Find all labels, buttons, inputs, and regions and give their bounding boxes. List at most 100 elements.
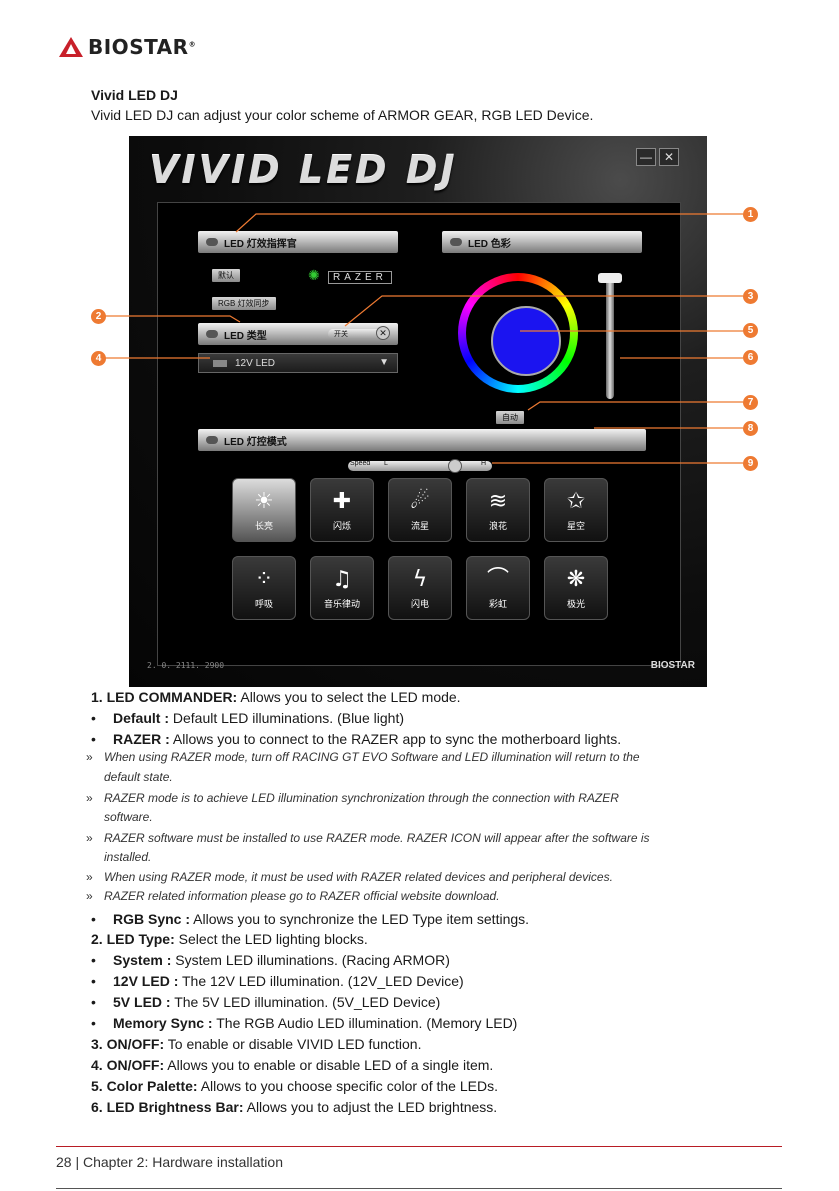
led-commander-bar: LED 灯效指挥官: [198, 231, 398, 253]
default-button[interactable]: 默认: [212, 269, 240, 282]
item-razer: •RAZER : Allows you to connect to the RA…: [91, 731, 622, 747]
callout-4: 4: [91, 351, 106, 366]
mode-meteor[interactable]: ☄ 流星: [388, 478, 452, 542]
minimize-button[interactable]: —: [636, 148, 656, 166]
app-version: 2. 0. 2111. 2900: [147, 661, 225, 670]
section-intro: Vivid LED DJ can adjust your color schem…: [91, 107, 594, 123]
sun-icon: ☀: [254, 488, 274, 514]
mode-label: 长亮: [254, 520, 273, 531]
section-heading: Vivid LED DJ: [91, 87, 178, 103]
bottom-rule: [56, 1188, 782, 1189]
mode-lightning[interactable]: ϟ 闪电: [388, 556, 452, 620]
razer-note-1-cont: default state.: [104, 770, 173, 784]
razer-note-3-cont: installed.: [104, 850, 152, 864]
item-12v: •12V LED : The 12V LED illumination. (12…: [91, 973, 464, 989]
mode-label: 流星: [410, 520, 429, 531]
logo-text: BIOSTAR®: [88, 35, 197, 59]
mode-grid: ☀ 长亮 ✚ 闪烁 ☄ 流星 ≋ 浪花 ✩ 星空 ⁘ 呼吸 ♫ 音乐律动 ϟ 闪电 ⌒ 彩虹 ❋ 极…: [232, 478, 608, 620]
item-brightness: 6. LED Brightness Bar: Allows you to adj…: [91, 1099, 498, 1115]
item-5v: •5V LED : The 5V LED illumination. (5V_L…: [91, 994, 441, 1010]
callout-1: 1: [743, 207, 758, 222]
item-rgb-sync: •RGB Sync : Allows you to synchronize th…: [91, 911, 530, 927]
razer-note-2: »RAZER mode is to achieve LED illuminati…: [86, 791, 619, 805]
wheel-inner: [466, 281, 570, 385]
speed-label: Speed: [350, 460, 371, 467]
item-system: •System : System LED illuminations. (Rac…: [91, 952, 450, 968]
razer-note-2-cont: software.: [104, 810, 153, 824]
meteor-icon: ☄: [410, 488, 430, 514]
biostar-logo: BIOSTAR®: [58, 32, 208, 62]
item-onoff-3: 3. ON/OFF: To enable or disable VIVID LE…: [91, 1036, 422, 1052]
led-color-bar: LED 色彩: [442, 231, 642, 253]
rainbow-icon: ⌒: [486, 566, 509, 592]
lightning-icon: ϟ: [412, 566, 428, 592]
led-type-toggle[interactable]: 开关 ✕: [328, 326, 390, 340]
item-led-commander: 1. LED COMMANDER: Allows you to select t…: [91, 689, 461, 705]
page-footer: 28 | Chapter 2: Hardware installation: [56, 1154, 283, 1170]
mode-flash[interactable]: ✚ 闪烁: [310, 478, 374, 542]
speed-low-label: L: [384, 460, 388, 467]
mode-breathing[interactable]: ⁘ 呼吸: [232, 556, 296, 620]
razer-note-3: »RAZER software must be installed to use…: [86, 831, 650, 845]
star-icon: ✩: [566, 488, 586, 514]
chevron-down-icon: ▼: [379, 357, 389, 368]
mode-aurora[interactable]: ❋ 极光: [544, 556, 608, 620]
color-palette-wheel[interactable]: [458, 273, 578, 393]
led-type-bar: LED 类型: [198, 323, 398, 345]
toggle-knob[interactable]: ✕: [376, 326, 390, 340]
speed-high-label: H: [480, 460, 486, 467]
callout-9: 9: [743, 456, 758, 471]
item-memory-sync: •Memory Sync : The RGB Audio LED illumin…: [91, 1015, 518, 1031]
mode-rainbow[interactable]: ⌒ 彩虹: [466, 556, 530, 620]
auto-button[interactable]: 自动: [496, 411, 524, 424]
music-icon: ♫: [332, 566, 352, 592]
item-led-type: 2. LED Type: Select the LED lighting blo…: [91, 931, 368, 947]
razer-snake-icon[interactable]: ✺: [308, 267, 320, 283]
mode-starry[interactable]: ✩ 星空: [544, 478, 608, 542]
toggle-label: 开关: [334, 331, 348, 338]
mode-label: 星空: [566, 520, 585, 531]
mode-label: 闪烁: [332, 520, 351, 531]
razer-note-4: »When using RAZER mode, it must be used …: [86, 870, 613, 884]
dots-icon: ⁘: [254, 566, 274, 592]
item-default: •Default : Default LED illuminations. (B…: [91, 710, 404, 726]
window-controls: — ✕: [636, 148, 679, 166]
aurora-icon: ❋: [566, 566, 586, 592]
mode-label: 浪花: [488, 520, 507, 531]
vivid-led-dj-window: VIVID LED DJ — ✕ LED 灯效指挥官 LED 色彩 默认 ✺ R…: [129, 136, 707, 687]
rgb-sync-button[interactable]: RGB 灯效同步: [212, 297, 276, 310]
led-mode-bar: LED 灯控模式: [198, 429, 646, 451]
brightness-knob[interactable]: [598, 273, 622, 283]
wave-icon: ≋: [488, 488, 508, 514]
mode-label: 彩虹: [488, 598, 507, 609]
mode-label: 极光: [566, 598, 585, 609]
close-button[interactable]: ✕: [659, 148, 679, 166]
item-onoff-4: 4. ON/OFF: Allows you to enable or disab…: [91, 1057, 494, 1073]
mode-label: 闪电: [410, 598, 429, 609]
led-type-select[interactable]: 12V LED ▼: [198, 353, 398, 373]
razer-note-5: »RAZER related information please go to …: [86, 889, 500, 903]
mode-steady[interactable]: ☀ 长亮: [232, 478, 296, 542]
mode-wave[interactable]: ≋ 浪花: [466, 478, 530, 542]
led-type-value: 12V LED: [235, 357, 276, 369]
callout-7: 7: [743, 395, 758, 410]
mode-label: 呼吸: [254, 598, 273, 609]
speed-slider[interactable]: Speed L H: [348, 459, 492, 473]
speed-knob[interactable]: [448, 459, 462, 473]
app-title: VIVID LED DJ: [149, 148, 458, 192]
mode-music[interactable]: ♫ 音乐律动: [310, 556, 374, 620]
callout-8: 8: [743, 421, 758, 436]
razer-note-1: »When using RAZER mode, turn off RACING …: [86, 750, 640, 764]
brightness-slider[interactable]: [606, 277, 614, 399]
mode-label: 音乐律动: [323, 598, 360, 609]
callout-lines: [105, 213, 743, 464]
razer-button[interactable]: RAZER: [328, 271, 392, 284]
callout-3: 3: [743, 289, 758, 304]
footer-rule: [56, 1146, 782, 1147]
biostar-logo-icon: [59, 37, 83, 57]
app-panel: LED 灯效指挥官 LED 色彩 默认 ✺ RAZER RGB 灯效同步 LED…: [157, 202, 681, 666]
selected-color-swatch: [491, 306, 561, 376]
callout-5: 5: [743, 323, 758, 338]
sparkle-icon: ✚: [332, 488, 352, 514]
led-chip-icon: [213, 360, 227, 367]
